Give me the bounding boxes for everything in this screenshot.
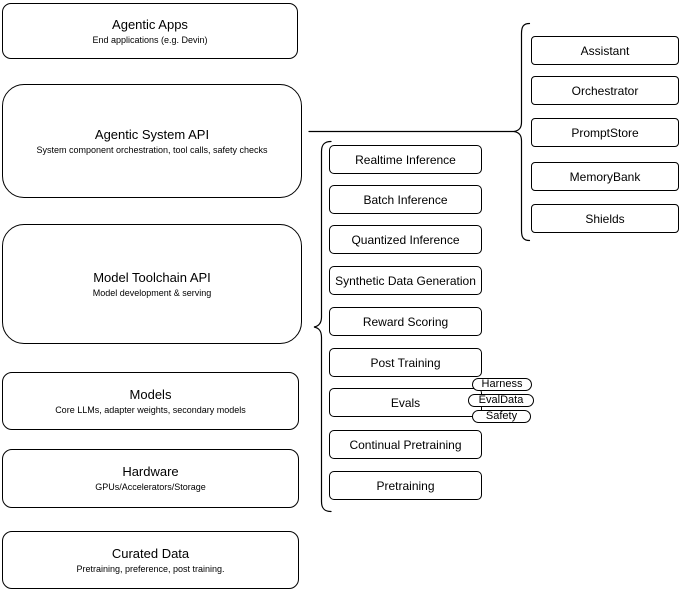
pill-evaldata: EvalData [468, 394, 534, 407]
node-label: PromptStore [571, 125, 639, 140]
node-label: Evals [390, 395, 421, 410]
node-title: Model Toolchain API [93, 269, 211, 285]
node-label: Assistant [580, 43, 630, 58]
node-evals: Evals [329, 388, 482, 417]
node-post-training: Post Training [329, 348, 482, 377]
node-agentic-apps: Agentic Apps End applications (e.g. Devi… [2, 3, 298, 59]
node-label: Reward Scoring [362, 314, 449, 329]
node-subtitle: Pretraining, preference, post training. [76, 563, 225, 574]
node-label: Pretraining [376, 478, 435, 493]
node-models: Models Core LLMs, adapter weights, secon… [2, 372, 299, 430]
node-synthetic-data-generation: Synthetic Data Generation [329, 266, 482, 295]
node-shields: Shields [531, 204, 679, 233]
node-title: Agentic Apps [112, 16, 188, 32]
node-title: Curated Data [111, 545, 190, 561]
node-memorybank: MemoryBank [531, 162, 679, 191]
pill-safety: Safety [472, 410, 531, 423]
node-orchestrator: Orchestrator [531, 76, 679, 105]
node-label: Shields [585, 211, 625, 226]
components-curly-brace [513, 22, 531, 242]
node-title: Agentic System API [94, 126, 210, 142]
node-label: MemoryBank [569, 169, 641, 184]
node-label: Orchestrator [571, 83, 639, 98]
node-subtitle: Model development & serving [92, 287, 212, 298]
node-model-toolchain-api: Model Toolchain API Model development & … [2, 224, 302, 344]
node-hardware: Hardware GPUs/Accelerators/Storage [2, 449, 299, 508]
node-subtitle: Core LLMs, adapter weights, secondary mo… [55, 404, 246, 415]
node-label: Realtime Inference [355, 152, 456, 167]
node-pretraining: Pretraining [329, 471, 482, 500]
node-subtitle: System component orchestration, tool cal… [36, 144, 268, 155]
node-label: Synthetic Data Generation [335, 273, 476, 288]
node-title: Hardware [122, 464, 179, 479]
node-curated-data: Curated Data Pretraining, preference, po… [2, 531, 299, 589]
node-subtitle: GPUs/Accelerators/Storage [95, 482, 206, 492]
node-agentic-system-api: Agentic System API System component orch… [2, 84, 302, 198]
node-label: Continual Pretraining [349, 437, 462, 452]
node-subtitle: End applications (e.g. Devin) [92, 34, 208, 45]
node-batch-inference: Batch Inference [329, 185, 482, 214]
node-continual-pretraining: Continual Pretraining [329, 430, 482, 459]
node-quantized-inference: Quantized Inference [329, 225, 482, 254]
node-label: Post Training [370, 355, 441, 370]
node-title: Models [129, 386, 172, 402]
node-realtime-inference: Realtime Inference [329, 145, 482, 174]
node-assistant: Assistant [531, 36, 679, 65]
node-label: Quantized Inference [351, 232, 460, 247]
node-promptstore: PromptStore [531, 118, 679, 147]
node-label: Batch Inference [363, 192, 448, 207]
node-reward-scoring: Reward Scoring [329, 307, 482, 336]
pill-harness: Harness [472, 378, 532, 391]
